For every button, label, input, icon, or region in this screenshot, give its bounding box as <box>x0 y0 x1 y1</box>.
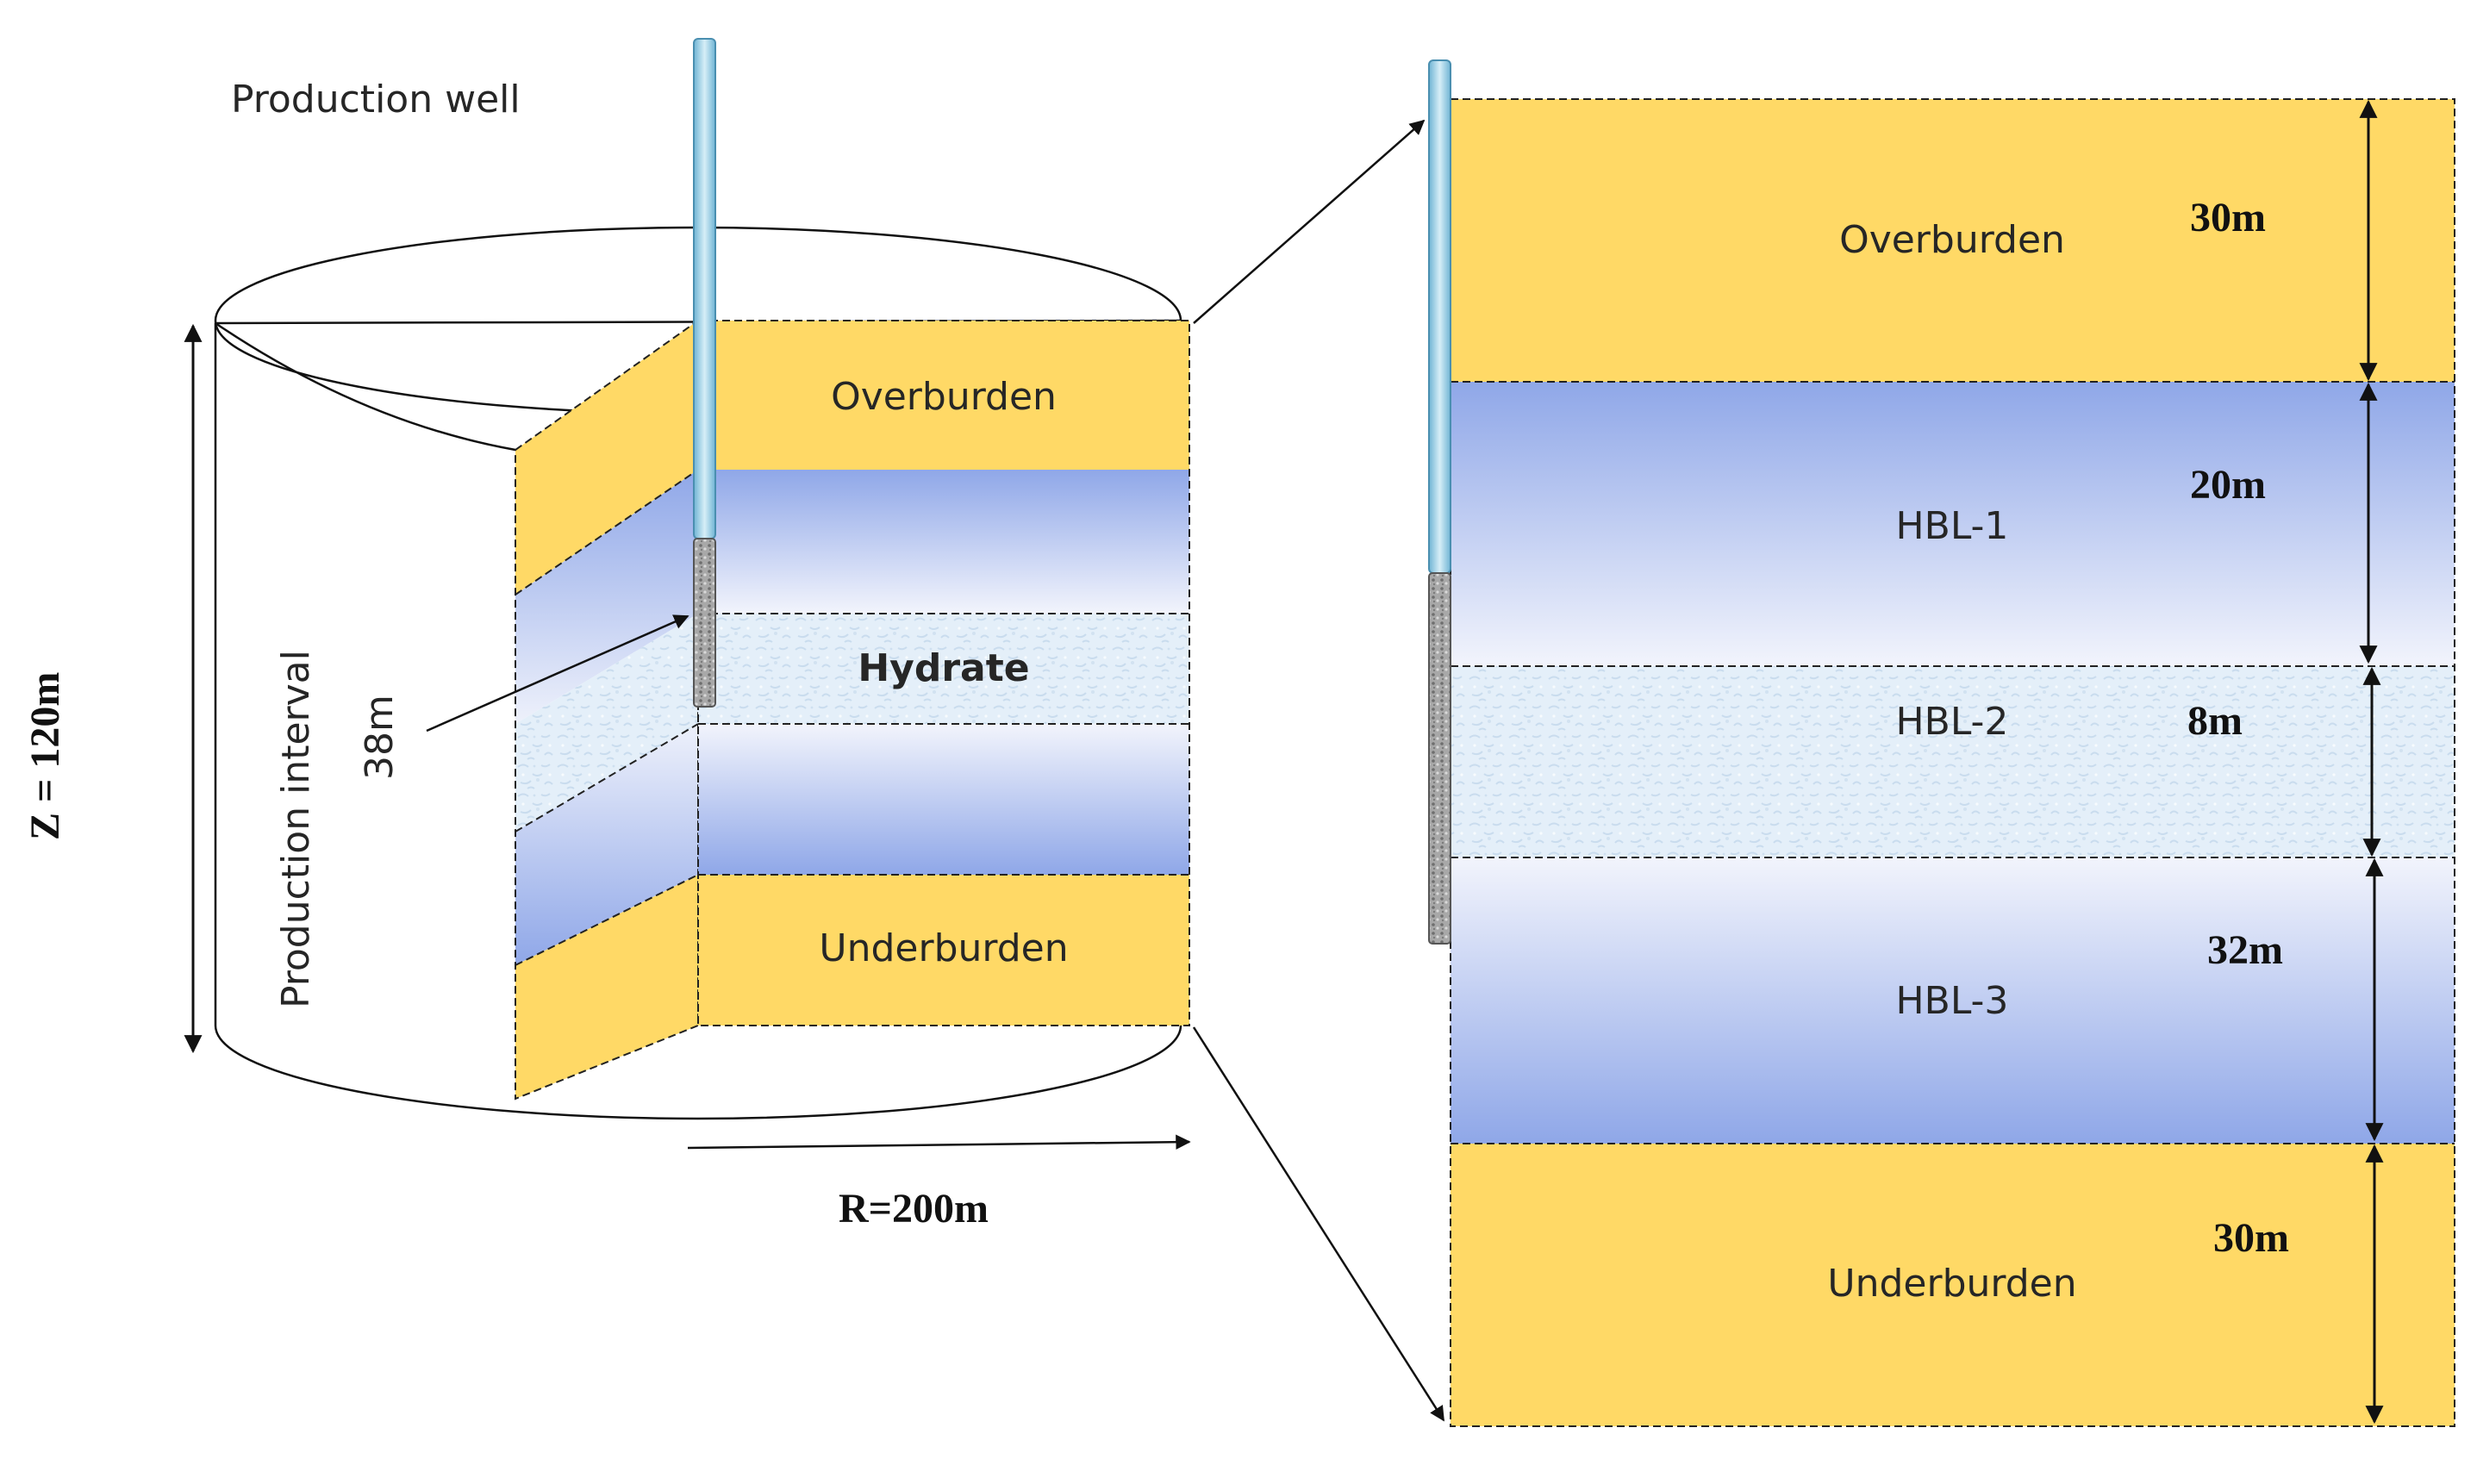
r-dimension-label: R=200m <box>839 1186 989 1231</box>
interval-length-label: 38m <box>358 695 402 780</box>
zoom-line-bottom <box>1192 1026 1445 1422</box>
underburden-label-cylinder: Underburden <box>819 926 1068 970</box>
zoom-line-top <box>1193 119 1426 324</box>
thickness-hbl-3: 32m <box>2207 927 2283 973</box>
front-hbl-lower <box>698 724 1189 875</box>
r-dimension-arrow <box>687 1134 1191 1150</box>
production-interval-perforation-zoom <box>1428 572 1451 945</box>
front-overburden <box>698 321 1189 470</box>
cutaway-side-face <box>515 319 699 1101</box>
layer-hbl-1 <box>1451 382 2455 666</box>
cylinder-model: Production well Overburden Hydrate Under… <box>22 38 1445 1422</box>
layer-underburden <box>1451 1144 2455 1426</box>
layer-overburden <box>1451 99 2455 382</box>
layer-name-hbl-3: HBL-3 <box>1896 979 2009 1023</box>
layer-name-hbl-1: HBL-1 <box>1896 504 2009 548</box>
production-interval-label: Production interval <box>274 650 318 1008</box>
front-underburden <box>698 875 1189 1026</box>
layer-name-hbl-2: HBL-2 <box>1896 700 2009 744</box>
cutaway-front-face <box>697 320 1190 1026</box>
cut-line-top <box>215 321 516 452</box>
layer-name-underburden: Underburden <box>1827 1262 2076 1306</box>
layer-hbl-3 <box>1451 857 2455 1144</box>
layer-hbl-2 <box>1451 666 2455 857</box>
production-interval-perforation <box>693 538 716 708</box>
production-well-label: Production well <box>231 78 521 122</box>
hydrate-label: Hydrate <box>858 646 1029 690</box>
overburden-label-cylinder: Overburden <box>831 375 1057 419</box>
thickness-hbl-2: 8m <box>2187 698 2243 744</box>
z-dimension-label: Z = 120m <box>22 672 68 840</box>
front-hydrate-band <box>698 614 1189 724</box>
front-hbl-upper <box>698 470 1189 614</box>
cylinder-bottom-arc <box>214 1025 1182 1120</box>
production-well-pipe-zoom <box>1428 59 1451 574</box>
thickness-overburden: 30m <box>2190 195 2266 240</box>
production-well-pipe <box>693 38 716 708</box>
thickness-underburden: 30m <box>2213 1215 2289 1261</box>
thickness-hbl-1: 20m <box>2190 462 2266 508</box>
layer-name-overburden: Overburden <box>1839 218 2065 262</box>
layer-column: Overburden HBL-1 HBL-2 HBL-3 Underburden… <box>1428 59 2455 1427</box>
interval-pointer-arrow <box>426 614 689 733</box>
